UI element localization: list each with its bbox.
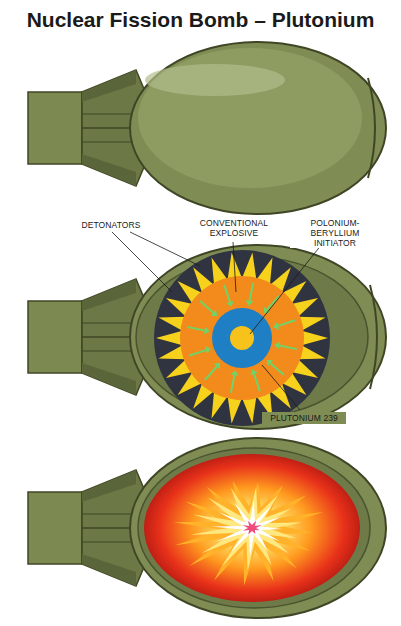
implosion-arrowhead xyxy=(246,300,254,306)
implosion-arrow xyxy=(254,374,260,391)
implosion-arrow xyxy=(250,283,254,301)
implosion-arrow xyxy=(205,366,217,379)
implosion-arrowhead xyxy=(211,310,217,316)
implosion-arrow xyxy=(279,346,297,350)
explosion-burst xyxy=(212,500,283,556)
implosion-arrowhead xyxy=(231,370,239,376)
diagram-title: Nuclear Fission Bomb – Plutonium xyxy=(27,8,375,32)
implosion-arrowhead xyxy=(273,322,279,330)
detonator-spikes xyxy=(156,253,328,424)
explosion-burst xyxy=(242,521,262,535)
implosion-arrowhead xyxy=(226,301,234,307)
initiator-label: POLONIUM- BERYLLIUM INITIATOR xyxy=(290,218,380,248)
explosion-burst xyxy=(191,488,302,571)
plutonium-label: PLUTONIUM 239 xyxy=(262,412,346,424)
implosion-arrow xyxy=(267,296,279,309)
implosion-arrowhead xyxy=(205,346,211,354)
implosion-arrow xyxy=(189,350,206,356)
implosion-arrow xyxy=(187,327,205,331)
implosion-arrowhead xyxy=(267,360,273,366)
explosive-label: CONVENTIONAL EXPLOSIVE xyxy=(192,218,276,238)
detonators-label: DETONATORS xyxy=(72,220,150,230)
implosion-arrow xyxy=(200,301,213,313)
implosion-arrowhead xyxy=(274,342,280,350)
implosion-arrow xyxy=(270,363,283,375)
implosion-arrowhead xyxy=(250,369,258,375)
implosion-arrow xyxy=(224,285,230,302)
leader-lines xyxy=(112,232,322,410)
implosion-arrow xyxy=(278,320,295,326)
implosion-arrowhead xyxy=(204,327,210,335)
implosion-arrowhead xyxy=(214,363,220,369)
explosion-burst xyxy=(174,481,323,586)
implosion-arrow xyxy=(231,375,235,393)
